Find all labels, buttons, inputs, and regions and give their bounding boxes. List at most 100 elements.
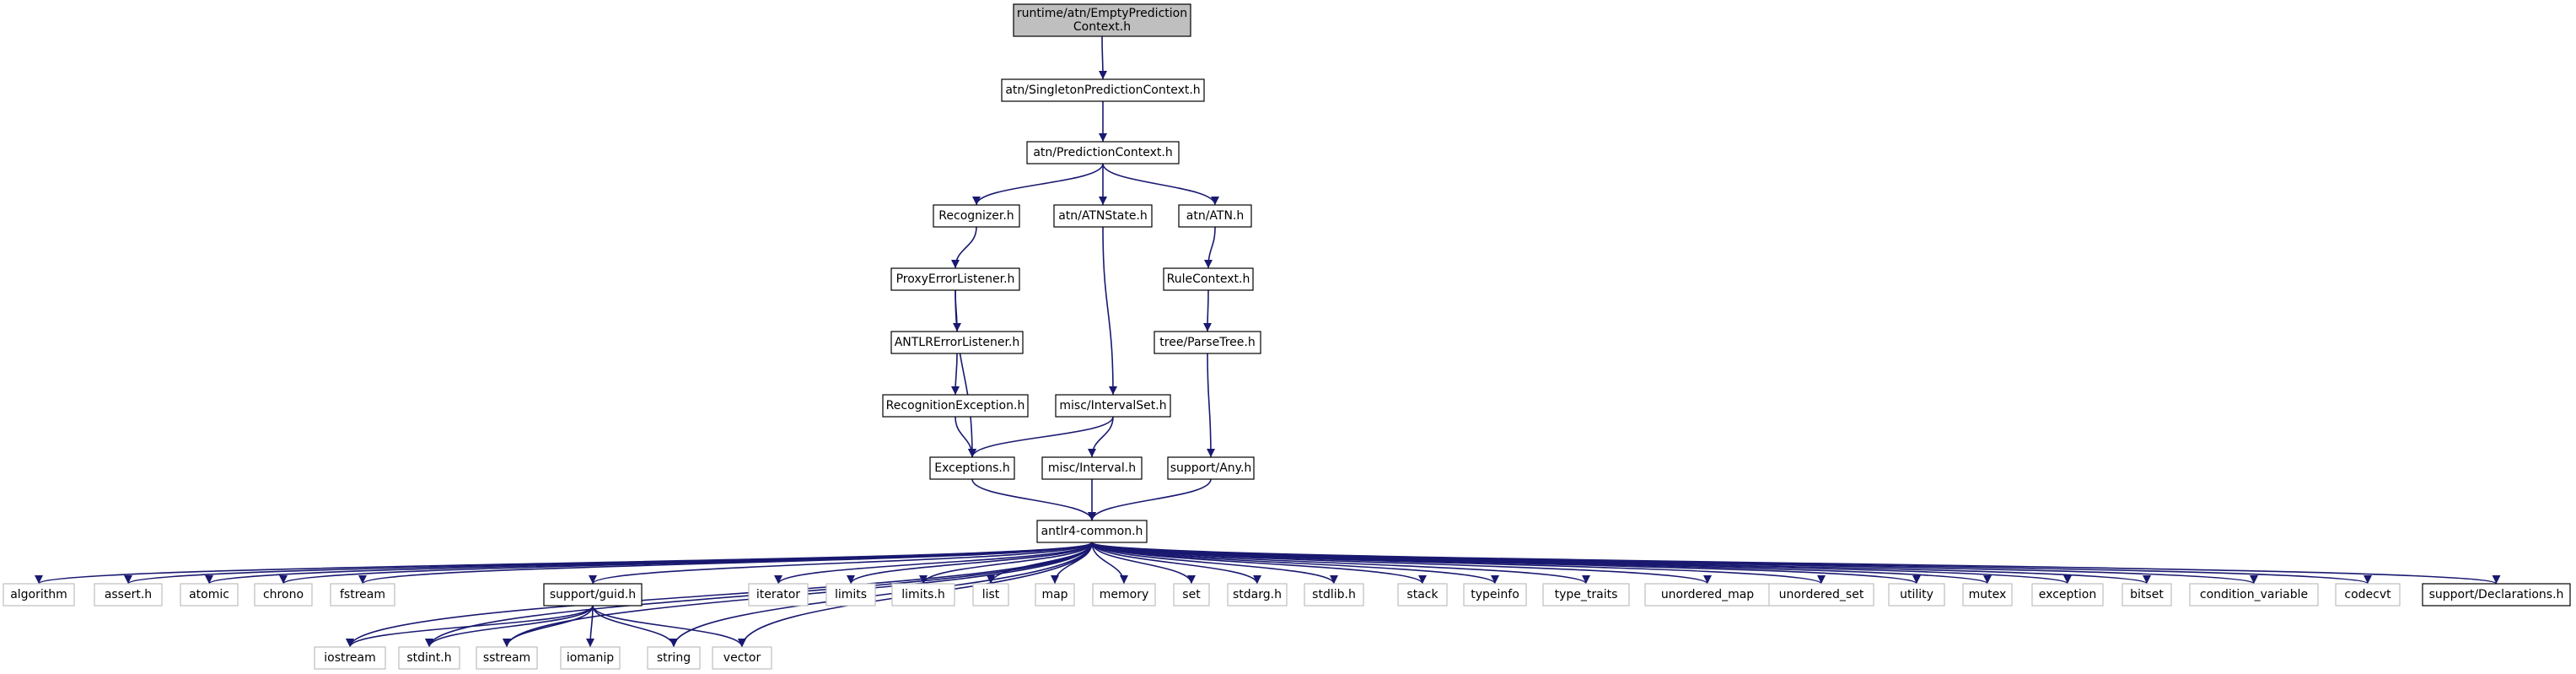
node-atn-state[interactable]: atn/ATNState.h: [1053, 204, 1153, 228]
node-label: set: [1182, 588, 1201, 601]
edge-any-to-antlr4_common: [1088, 478, 1212, 521]
node-label: memory: [1100, 588, 1149, 601]
node-label: stdint.h: [406, 651, 451, 665]
node-label: atn/PredictionContext.h: [1033, 146, 1172, 159]
node-box: [933, 204, 1020, 228]
node-box: [2122, 583, 2172, 607]
node-proxy-error-listener[interactable]: ProxyErrorListener.h: [890, 267, 1020, 291]
node-label: atomic: [189, 588, 229, 601]
node-box: [2422, 583, 2571, 607]
node-vector: vector: [712, 646, 772, 670]
edge-guid-to-iomanip: [586, 605, 595, 648]
edge-guid-to-string: [592, 605, 678, 648]
node-box: [180, 583, 239, 607]
node-label: stack: [1406, 588, 1439, 601]
node-stdint: stdint.h: [398, 646, 460, 670]
node-box: [1227, 583, 1288, 607]
node-atomic: atomic: [180, 583, 239, 607]
edge-antlr4_common-to-set: [1091, 542, 1196, 585]
node-map: map: [1035, 583, 1075, 607]
edge-antlr4_common-to-stack: [1091, 542, 1427, 585]
node-exceptions[interactable]: Exceptions.h: [929, 456, 1015, 480]
node-exception: exception: [2031, 583, 2104, 607]
edge-guid-to-vector: [592, 605, 746, 648]
node-fstream: fstream: [330, 583, 395, 607]
node-label: unordered_map: [1661, 588, 1754, 601]
node-guid[interactable]: support/guid.h: [543, 583, 643, 607]
node-string: string: [647, 646, 701, 670]
node-parse-tree[interactable]: tree/ParseTree.h: [1154, 331, 1261, 354]
node-typeinfo: typeinfo: [1463, 583, 1527, 607]
node-label: type_traits: [1555, 588, 1618, 601]
node-label: assert.h: [105, 588, 152, 601]
node-condition-variable: condition_variable: [2189, 583, 2319, 607]
edge-prediction_context-to-recognizer: [972, 163, 1104, 206]
node-antlr-error-listener[interactable]: ANTLRErrorListener.h: [890, 331, 1024, 354]
node-box: [1768, 583, 1874, 607]
node-utility: utility: [1888, 583, 1945, 607]
node-sstream: sstream: [476, 646, 538, 670]
node-label: support/guid.h: [550, 588, 636, 601]
edge-antlr4_common-to-iostream: [346, 542, 1093, 648]
node-singleton-prediction-context[interactable]: atn/SingletonPredictionContext.h: [1001, 78, 1205, 102]
node-label: sstream: [483, 651, 530, 665]
node-rule-context[interactable]: RuleContext.h: [1163, 267, 1254, 291]
node-recognizer[interactable]: Recognizer.h: [933, 204, 1020, 228]
node-label: condition_variable: [2200, 588, 2308, 601]
node-label: atn/ATNState.h: [1058, 209, 1148, 223]
node-box: [891, 583, 955, 607]
node-box: [2335, 583, 2401, 607]
node-declarations[interactable]: support/Declarations.h: [2422, 583, 2571, 607]
node-box: [2031, 583, 2104, 607]
node-memory: memory: [1092, 583, 1156, 607]
node-box: [1542, 583, 1630, 607]
node-set: set: [1173, 583, 1210, 607]
node-label: support/Declarations.h: [2429, 588, 2564, 601]
edge-antlr4_common-to-exception: [1091, 542, 2072, 585]
node-label: list: [982, 588, 1000, 601]
edge-antlr4_common-to-guid: [589, 542, 1093, 585]
node-label: limits.h: [901, 588, 944, 601]
edge-guid-to-iostream: [346, 605, 594, 648]
node-type-traits: type_traits: [1542, 583, 1630, 607]
node-codecvt: codecvt: [2335, 583, 2401, 607]
node-label: RuleContext.h: [1167, 272, 1250, 286]
node-label: stdarg.h: [1233, 588, 1282, 601]
node-assert: assert.h: [94, 583, 163, 607]
edge-recognizer-to-proxy_error_listener: [951, 226, 977, 269]
node-antlr4-common[interactable]: antlr4-common.h: [1036, 520, 1148, 543]
node-label: chrono: [263, 588, 304, 601]
node-label: tree/ParseTree.h: [1159, 336, 1255, 349]
node-box: [1167, 456, 1255, 480]
node-recognition-exception[interactable]: RecognitionException.h: [882, 394, 1029, 418]
node-any[interactable]: support/Any.h: [1167, 456, 1255, 480]
edge-rule_context-to-parse_tree: [1203, 289, 1213, 332]
node-iterator: iterator: [748, 583, 809, 607]
node-interval-set[interactable]: misc/IntervalSet.h: [1055, 394, 1171, 418]
node-box: [1397, 583, 1448, 607]
node-box: [1001, 78, 1205, 102]
node-box: [1154, 331, 1261, 354]
node-unordered-set: unordered_set: [1768, 583, 1874, 607]
edge-antlr4_common-to-typeinfo: [1091, 542, 1499, 585]
node-box: [1035, 583, 1075, 607]
edge-proxy_error_listener-to-exceptions: [955, 289, 976, 458]
node-prediction-context[interactable]: atn/PredictionContext.h: [1026, 141, 1180, 164]
node-label: atn/SingletonPredictionContext.h: [1005, 84, 1200, 97]
node-box: [1178, 204, 1252, 228]
node-iostream: iostream: [314, 646, 386, 670]
node-interval[interactable]: misc/Interval.h: [1041, 456, 1143, 480]
node-box: [1092, 583, 1156, 607]
node-stdlib: stdlib.h: [1304, 583, 1364, 607]
node-limits: limits: [826, 583, 876, 607]
node-atn[interactable]: atn/ATN.h: [1178, 204, 1252, 228]
edge-interval_set-to-exceptions: [968, 416, 1114, 458]
node-box: [826, 583, 876, 607]
node-label: fstream: [340, 588, 385, 601]
node-box: [1304, 583, 1364, 607]
node-label: Recognizer.h: [938, 209, 1014, 223]
node-box: [1013, 3, 1191, 37]
